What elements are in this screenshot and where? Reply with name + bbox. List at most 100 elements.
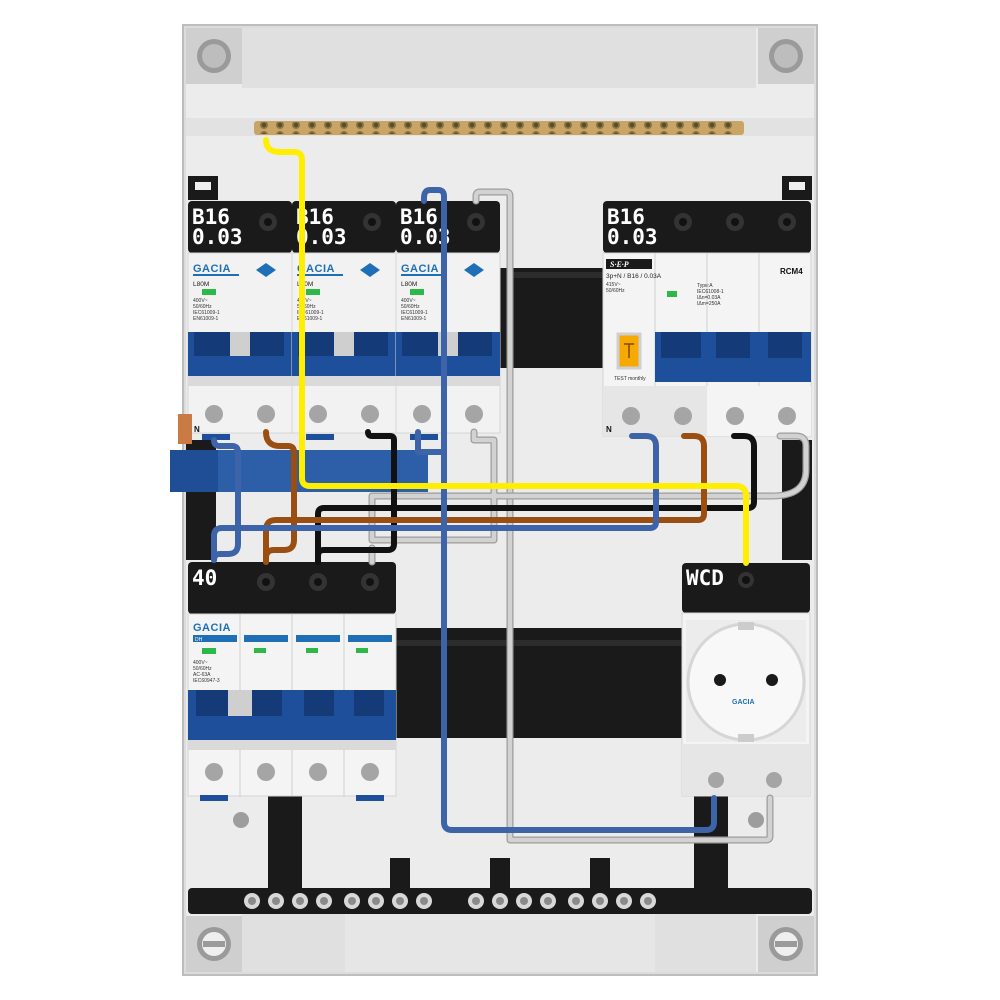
sep-spec-line: 415V~ <box>606 282 621 288</box>
main-switch-handle[interactable] <box>252 690 282 716</box>
rcbo-2-terminal-screw <box>361 405 379 423</box>
rcbo-1-spec: 400V~ <box>193 298 208 304</box>
rcbo-2-brand: GACIA <box>297 263 335 275</box>
rcbo-1-toggle[interactable] <box>194 332 234 356</box>
neutral-bar-screw-head <box>544 897 552 905</box>
main-switch-handle[interactable] <box>304 690 334 716</box>
corner-screw-bottom-left <box>186 916 242 972</box>
main-switch-handle[interactable] <box>354 690 384 716</box>
rcbo-3-spec: 50/60Hz <box>401 304 420 310</box>
rcbo-3-spec: EN61009-1 <box>401 316 427 322</box>
rcbo-4-rating: B16 <box>607 205 645 229</box>
rail-tab-right <box>782 176 812 200</box>
test-t-icon <box>624 343 634 358</box>
rcbo-4-sensitivity: 0.03 <box>607 225 658 249</box>
rcbo-4-terminal-screw <box>726 407 744 425</box>
wire-blue <box>211 433 659 563</box>
rcbo-1-model: L80M <box>193 281 209 288</box>
rcm-spec: IEC61008-1 <box>697 289 724 295</box>
main-switch-spec: IEC60947-3 <box>193 678 220 684</box>
rcbo-breaker-3[interactable]: B16 0.03 GACIA L80M 400V~ 50/60Hz IEC610… <box>395 201 501 440</box>
earth-clip <box>738 622 754 630</box>
corner-screw-bottom-right <box>758 916 814 972</box>
socket-pin-hole <box>766 674 778 686</box>
rcbo-3-brand: GACIA <box>401 263 439 275</box>
neutral-bar-screw-head <box>372 897 380 905</box>
neutral-bar-screw-head <box>572 897 580 905</box>
rcbo-3-status-indicator <box>410 289 424 295</box>
socket-pin-hole <box>714 674 726 686</box>
rcbo-2-spec: 50/60Hz <box>297 304 316 310</box>
rcbo-4-neutral-mark: N <box>606 425 612 434</box>
rcbo-1-spec: EN61009-1 <box>193 316 219 322</box>
main-switch-terminal-screw <box>361 763 379 781</box>
rcbo-2-model: L80M <box>297 281 313 288</box>
rcbo-3-model: L80M <box>401 281 417 288</box>
neutral-bar-screw-head <box>596 897 604 905</box>
wiring <box>211 137 810 844</box>
rcbo-1-brand-logo <box>256 263 276 277</box>
sep-test-label: TEST monthly <box>614 376 646 382</box>
rcbo-1-status-indicator <box>202 289 216 295</box>
main-switch-handle[interactable] <box>196 690 230 716</box>
socket-brand: GACIA <box>732 699 755 706</box>
rcbo-breaker-1[interactable]: B16 0.03 GACIA L80M 400V~ 50/60Hz IEC610… <box>187 201 293 440</box>
mounting-hole <box>233 812 249 828</box>
rcm-spec: IΔn=0.03A <box>697 295 721 301</box>
sep-spec-line: 50/60Hz <box>606 288 625 294</box>
wire-blue <box>415 187 447 455</box>
neutral-bar-screw-head <box>320 897 328 905</box>
rcbo-3-terminal-screw <box>413 405 431 423</box>
wire-black <box>315 433 757 565</box>
socket-face[interactable] <box>686 622 806 742</box>
rcbo-3-spec: IEC61009-1 <box>401 310 428 316</box>
neutral-bar-screw-head <box>272 897 280 905</box>
sep-brand: S·E·P <box>610 260 629 269</box>
main-switch-terminal-screw <box>257 763 275 781</box>
din-socket[interactable]: WCD GACIA <box>681 563 811 797</box>
rcbo-1-terminal-screw <box>205 405 223 423</box>
rcbo-4-terminal-screw <box>778 407 796 425</box>
neutral-bar-screw-head <box>296 897 304 905</box>
rcbo-1-neutral-mark: N <box>194 425 200 434</box>
rcbo-breaker-2[interactable]: B16 0.03 GACIA L80M 400V~ 50/60Hz IEC610… <box>291 201 397 440</box>
main-switch-spec: 50/60Hz <box>193 666 212 672</box>
neutral-bar-screw-head <box>348 897 356 905</box>
neutral-bar-screw-head <box>248 897 256 905</box>
rcbo-2-brand-logo <box>360 263 380 277</box>
rcbo-breaker-4[interactable]: B16 0.03 S·E·P 3p+N / B16 / 0.03A 415V~ … <box>602 201 812 437</box>
rcbo-1-spec: IEC61009-1 <box>193 310 220 316</box>
rcbo-1-test-button[interactable] <box>250 332 284 356</box>
neutral-bar-screw-head <box>620 897 628 905</box>
rcbo-3-brand-logo <box>464 263 484 277</box>
rcbo-1-brand: GACIA <box>193 263 231 275</box>
mounting-hole <box>748 812 764 828</box>
neutral-bar-screw-head <box>520 897 528 905</box>
rcbo-1-sensitivity: 0.03 <box>192 225 243 249</box>
rcbo-3-spec: 400V~ <box>401 298 416 304</box>
rcbo-3-test-button[interactable] <box>458 332 492 356</box>
rcbo-4-toggle[interactable] <box>661 332 701 358</box>
main-switch-terminal-screw <box>309 763 327 781</box>
main-switch-spec: AC-63A <box>193 672 211 678</box>
main-switch-status-indicator <box>202 648 216 654</box>
neutral-bar-screw-head <box>420 897 428 905</box>
corner-screw-top-left <box>186 28 242 84</box>
main-switch[interactable]: 40 GACIA DH 400V~ 50/60Hz AC-63A IEC6094… <box>187 562 397 801</box>
wire-brown <box>263 429 297 565</box>
socket-terminal-screw <box>708 772 724 788</box>
rcbo-2-spec: EN61009-1 <box>297 316 323 322</box>
socket-label: WCD <box>686 566 724 590</box>
rcbo-4-toggle[interactable] <box>768 332 802 358</box>
rcm-spec: Type:A <box>697 283 713 289</box>
main-switch-rating: 40 <box>192 566 217 590</box>
main-switch-terminal-screw <box>205 763 223 781</box>
rcbo-2-spec: IEC61009-1 <box>297 310 324 316</box>
rcbo-4-toggle[interactable] <box>716 332 750 358</box>
main-switch-spec: 400V~ <box>193 660 208 666</box>
wire-yellow <box>263 137 749 566</box>
rcbo-3-toggle[interactable] <box>402 332 442 356</box>
neutral-bar-screw-head <box>472 897 480 905</box>
rcbo-2-test-button[interactable] <box>354 332 388 356</box>
